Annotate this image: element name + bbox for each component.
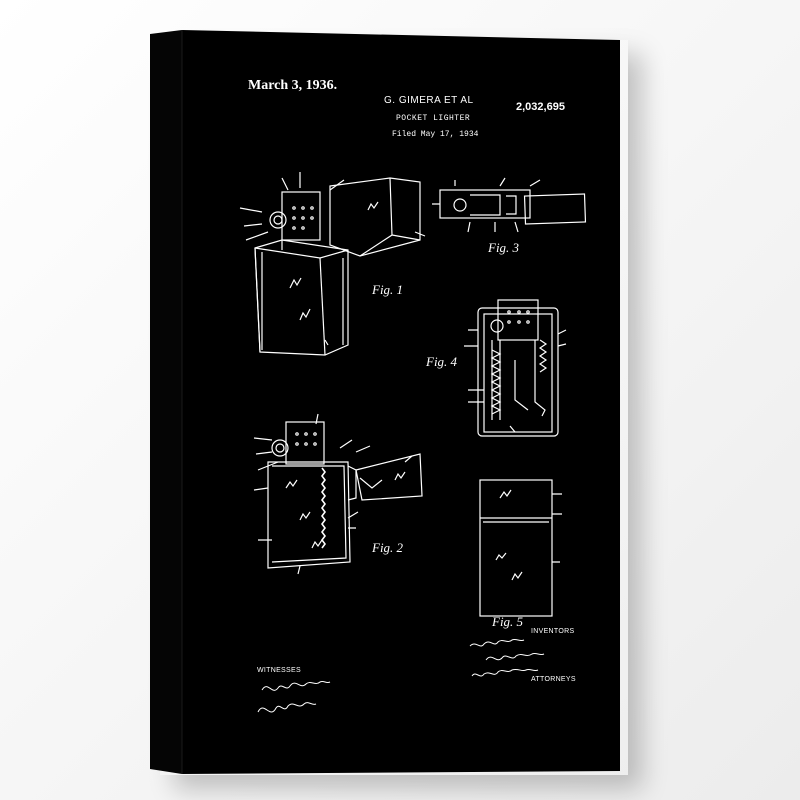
witnesses-label: WITNESSES (257, 667, 301, 674)
figure-3-label: Fig. 3 (488, 240, 520, 255)
figure-1-drawing (239, 172, 426, 356)
signature-scribbles (257, 638, 545, 713)
figure-4-label: Fig. 4 (426, 354, 458, 369)
figure-2-label: Fig. 2 (372, 540, 404, 555)
figure-4-drawing (464, 299, 567, 437)
patent-title: POCKET LIGHTER (396, 114, 471, 123)
canvas-front-face (182, 30, 620, 774)
patent-filed-date: Filed May 17, 1934 (392, 130, 479, 139)
figure-2-drawing (253, 413, 423, 575)
figure-1-label: Fig. 1 (372, 282, 404, 297)
inventors-label: INVENTORS (531, 628, 575, 635)
figure-3-drawing (432, 177, 587, 233)
figure-5-label: Fig. 5 (492, 614, 524, 629)
canvas-side-edge (150, 30, 182, 774)
patent-date: March 3, 1936. (248, 78, 338, 93)
patent-inventor: G. GIMERA ET AL (384, 95, 474, 106)
patent-number: 2,032,695 (516, 101, 565, 113)
attorneys-label: ATTORNEYS (531, 676, 576, 683)
figure-5-drawing (479, 479, 562, 617)
